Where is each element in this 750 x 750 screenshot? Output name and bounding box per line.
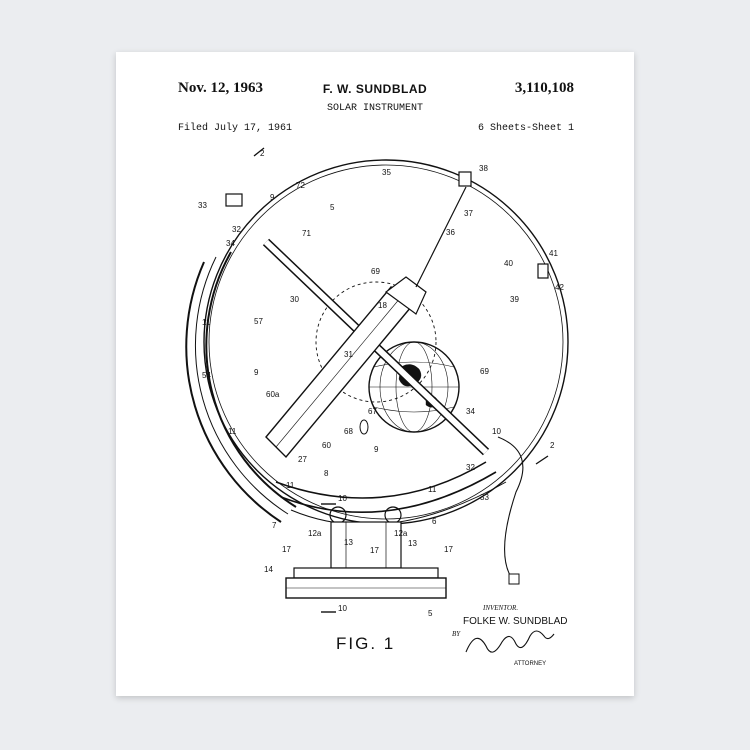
reference-numeral: 14: [264, 565, 273, 574]
reference-numeral: 11: [428, 485, 437, 494]
figure-label: FIG. 1: [336, 634, 395, 654]
reference-numeral: 34: [466, 407, 475, 416]
reference-numeral: 27: [298, 455, 307, 464]
reference-numeral: 11: [228, 427, 237, 436]
reference-numeral: 17: [370, 546, 379, 555]
reference-numeral: 9: [270, 193, 275, 202]
reference-numeral: 8: [324, 469, 329, 478]
patent-poster: Nov. 12, 1963 F. W. SUNDBLAD 3,110,108 S…: [116, 52, 634, 696]
reference-numeral: 37: [464, 209, 473, 218]
reference-numeral: 11: [202, 318, 211, 327]
attorney-signature: [466, 631, 554, 652]
reference-numeral: 9: [254, 368, 259, 377]
reference-numeral: 17: [282, 545, 291, 554]
by-label: BY: [452, 630, 460, 638]
reference-numeral: 18: [378, 301, 387, 310]
reference-numeral: 7: [272, 521, 277, 530]
reference-numeral: 10: [338, 604, 347, 613]
reference-numeral: 54: [202, 371, 211, 380]
reference-numeral: 35: [382, 168, 391, 177]
reference-numeral: 13: [344, 538, 353, 547]
reference-numeral: 33: [198, 201, 207, 210]
reference-numeral: 10: [492, 427, 501, 436]
outer-ring: [204, 160, 568, 524]
reference-numeral: 69: [371, 267, 380, 276]
reference-numeral: 41: [549, 249, 558, 258]
reference-numeral: 60a: [266, 390, 280, 399]
reference-numeral: 30: [290, 295, 299, 304]
reference-numeral: 2: [550, 441, 555, 450]
reference-numeral: 9: [374, 445, 379, 454]
reference-numeral: 68: [344, 427, 353, 436]
reference-numeral: 57: [254, 317, 263, 326]
reference-numeral: 33: [480, 493, 489, 502]
reference-numeral: 5: [428, 609, 433, 618]
reference-numeral: 13: [408, 539, 417, 548]
reference-numeral: 40: [504, 259, 513, 268]
reference-numeral: 67: [368, 407, 377, 416]
attorney-label: ATTORNEY: [514, 661, 546, 667]
reference-numeral: 69: [480, 367, 489, 376]
reference-numeral: 60: [322, 441, 331, 450]
reference-numeral: 42: [555, 283, 564, 292]
reference-numeral: 2: [260, 149, 265, 158]
reference-numeral: 39: [510, 295, 519, 304]
reference-numeral: 11: [286, 481, 295, 490]
reference-numeral: 36: [446, 228, 455, 237]
reference-numeral: 5: [330, 203, 335, 212]
reference-numeral: 32: [232, 225, 241, 234]
reference-numeral: 38: [479, 164, 488, 173]
reference-numeral: 31: [344, 350, 353, 359]
reference-numeral: 32: [466, 463, 475, 472]
reference-numeral: 12a: [394, 529, 408, 538]
reference-numeral: 6: [432, 517, 437, 526]
reference-numeral: 10: [338, 494, 347, 503]
reference-numeral: 34: [226, 239, 235, 248]
reference-numeral: 12a: [308, 529, 322, 538]
reference-numeral: 71: [302, 229, 311, 238]
reference-numeral: 17: [444, 545, 453, 554]
patent-drawing: 2 35 38 33 9 72 5 32 34 71 37 36 69 41 4…: [116, 52, 634, 696]
inventor-caption: INVENTOR.: [483, 604, 518, 612]
inventor-name: FOLKE W. SUNDBLAD: [463, 616, 567, 627]
reference-numeral: 72: [296, 181, 305, 190]
